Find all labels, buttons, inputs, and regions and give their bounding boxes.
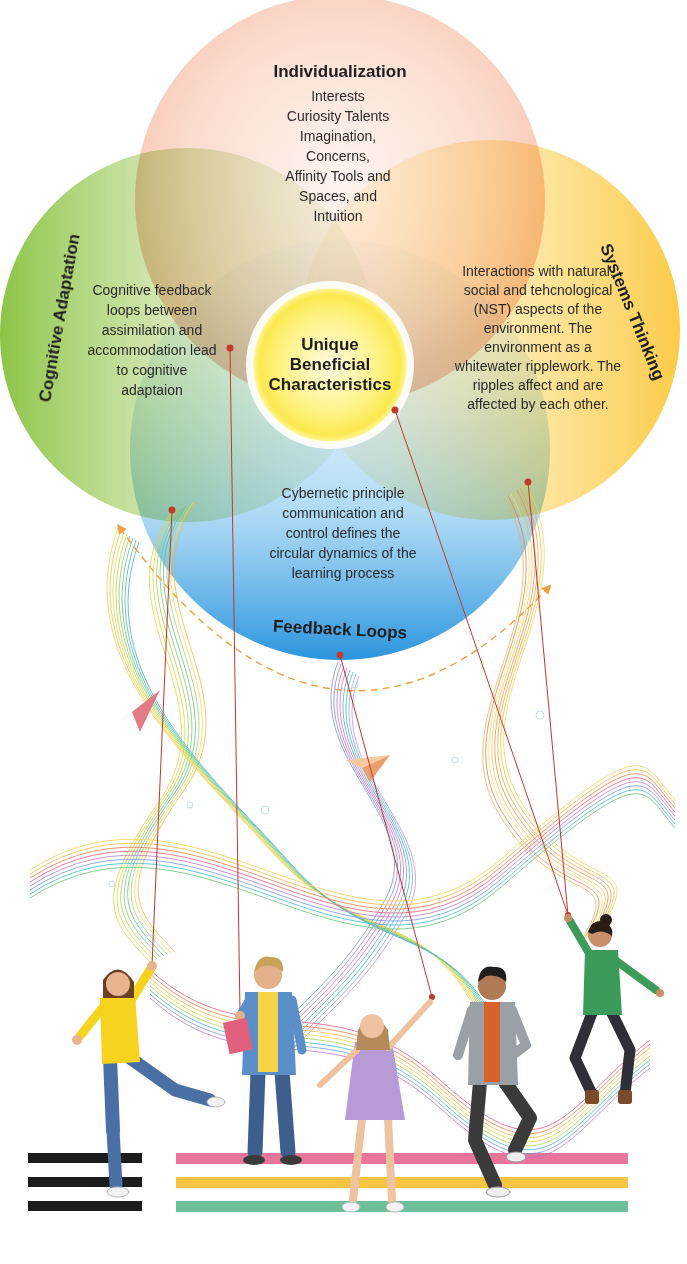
ribbon-line [483,498,596,944]
ribbon-line [121,509,189,959]
circle-fill [252,287,408,443]
center-circle: Unique Beneficial Characteristics [252,287,408,443]
ribbon-line [150,994,650,1154]
ribbon-line [253,664,398,1062]
ribbon-line [113,532,476,1004]
ribbon-line [128,542,491,1014]
ribbon-line [489,494,602,940]
stripe [176,1153,628,1164]
ribbon-line [116,534,479,1006]
ribbon-line [268,674,413,1072]
circle-body: Interests Curiosity Talents Imagination,… [284,86,392,226]
cycle-arc [120,528,548,691]
circle-body: Interactions with natural, social and te… [454,262,622,414]
ribbon-line [138,502,206,952]
ribbon-line [495,490,608,936]
ribbon-line [150,998,650,1158]
paper-plane [132,690,160,732]
ribbon-line [114,512,182,962]
ribbon-line [271,676,416,1074]
string [152,348,568,1013]
ribbon [30,484,675,1158]
person [458,967,530,1197]
ribbon-line [486,496,599,942]
ribbon-line [124,508,192,958]
stripe [28,1201,142,1211]
ribbon-line [128,506,196,956]
circle-body: Cognitive feedback loops between assimil… [86,280,218,400]
ribbon-line [262,670,407,1068]
bubbles [109,682,603,945]
ribbon-line [150,970,650,1130]
person [72,961,225,1197]
center-label: Unique Beneficial Characteristics [260,335,400,395]
person [223,957,302,1165]
ribbon-line [492,492,605,938]
ribbon-line [125,540,488,1012]
ribbon-line [30,790,675,925]
ribbon-line [150,982,650,1142]
ribbon-line [250,662,395,1060]
ribbon-line [150,990,650,1150]
ribbon-line [501,486,614,932]
stripe [28,1177,142,1187]
paper-plane [112,690,160,728]
ribbon-line [150,974,650,1134]
ribbon-line [131,505,199,955]
circle-glow [249,284,411,446]
stripe [28,1153,142,1163]
ribbon-line [30,774,675,909]
string-dot [169,345,572,1001]
ribbon-line [498,488,611,934]
ribbon-line [119,536,482,1008]
stripe [176,1177,628,1188]
ribbon-line [122,538,485,1010]
ribbon-line [30,794,675,929]
ribbon-line [135,503,203,953]
circle-fill [130,240,550,660]
ribbon-line [110,530,473,1002]
ribbon-line [504,484,617,930]
paper-plane [345,755,390,768]
ribbon-line [30,782,675,917]
ribbon-line [30,786,675,921]
ribbon-line [265,672,410,1070]
circle-heading: Individualization [225,61,455,83]
circle-body: Cybernetic principle communication and c… [265,483,421,583]
ribbon-line [30,778,675,913]
ribbon-line [150,986,650,1146]
ribbon-line [117,511,185,961]
person [564,914,664,1104]
ribbon-line [30,766,675,901]
ribbon-line [30,770,675,905]
stripe [176,1201,628,1212]
paper-plane [362,755,390,782]
ribbon-line [256,666,401,1064]
person [320,1002,430,1212]
ribbon-line [107,528,470,1000]
ribbon-line [150,978,650,1138]
ribbon-line [259,668,404,1066]
